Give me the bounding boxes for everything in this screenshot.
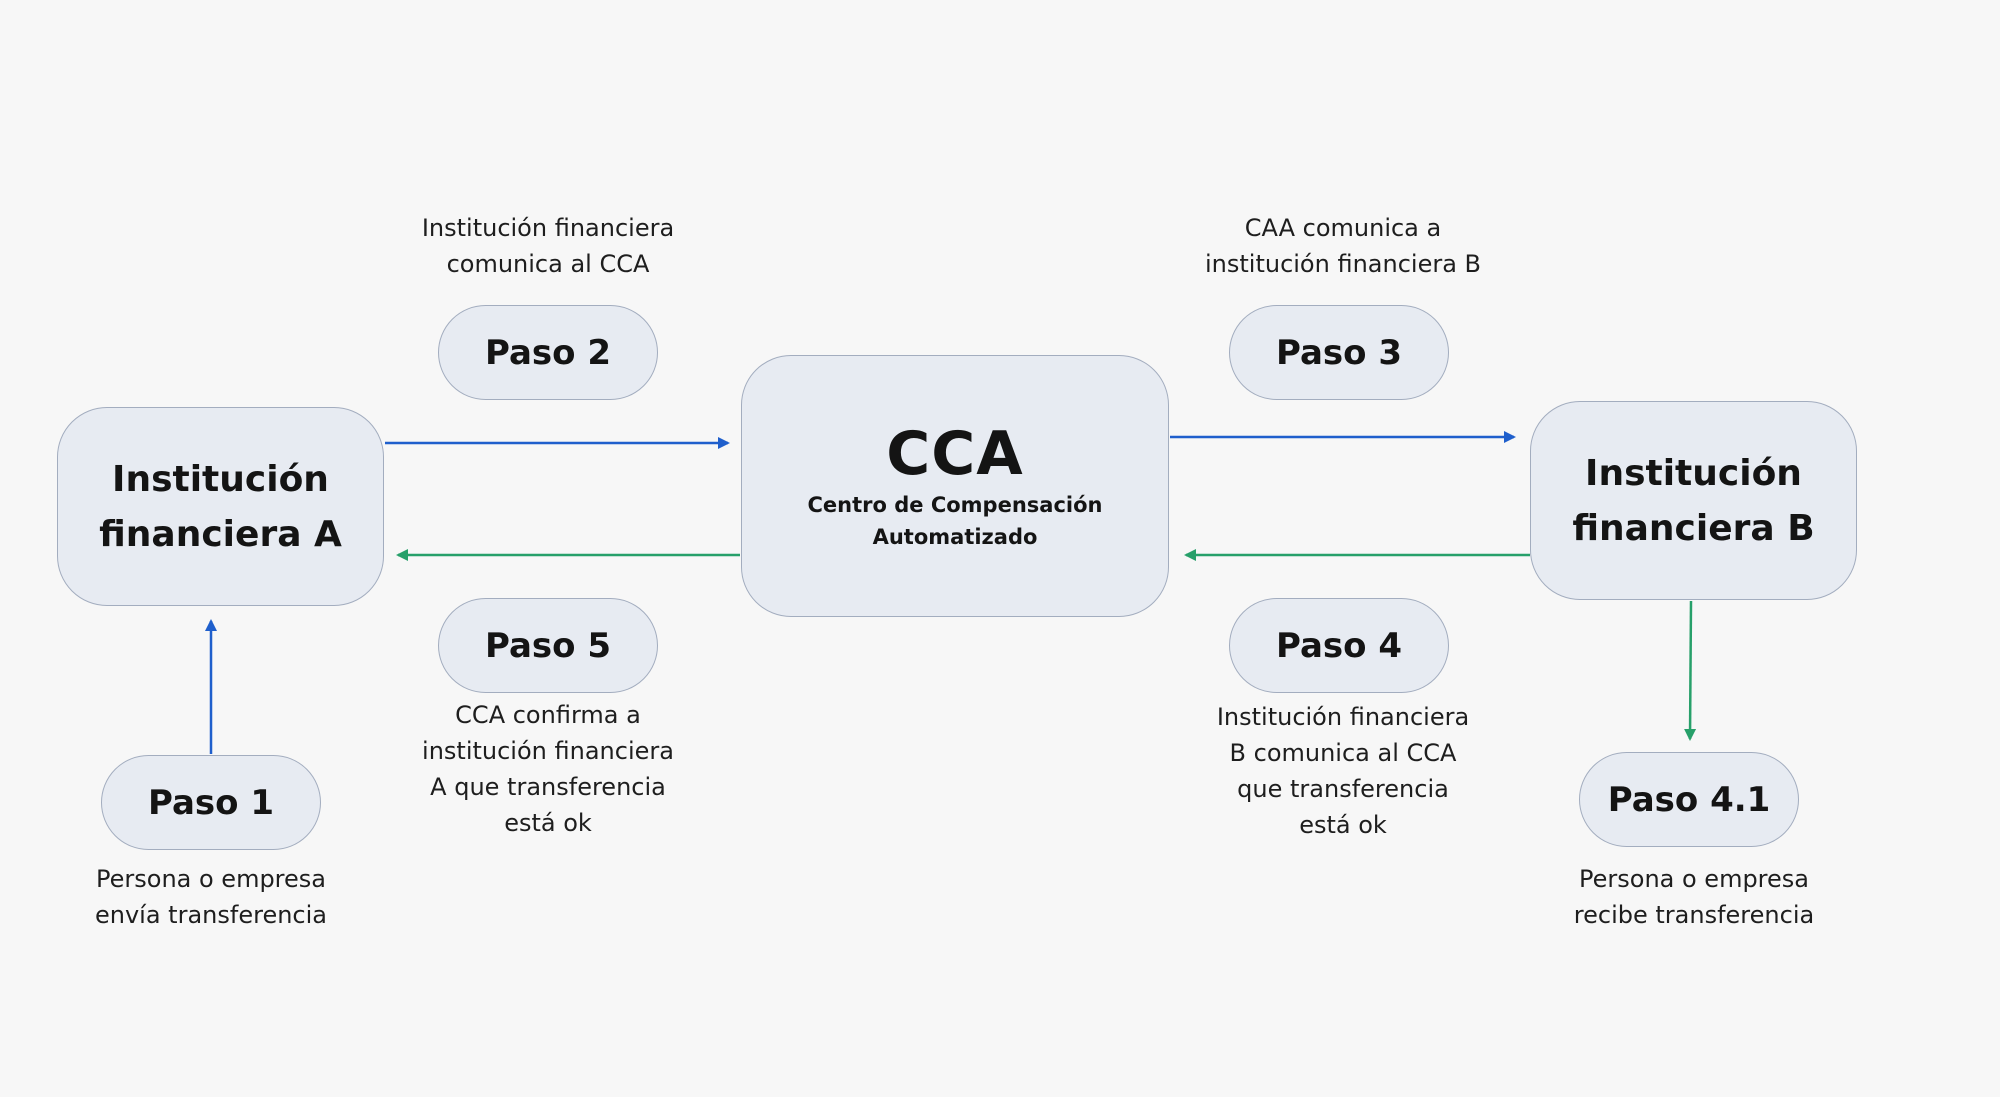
node-institucion-financiera-b: Institución financiera B [1530, 401, 1857, 600]
caption-paso-1-line-1: Persona o empresa [96, 865, 326, 893]
node-b-line-1: Institución [1585, 452, 1802, 494]
caption-paso-3-line-1: CAA comunica a [1244, 214, 1442, 242]
caption-paso-1-line-2: envía transferencia [95, 901, 327, 929]
cca-title: CCA [886, 419, 1024, 489]
node-institucion-financiera-a: Institución financiera A [57, 407, 384, 606]
caption-paso-4-1-line-1: Persona o empresa [1579, 865, 1809, 893]
caption-paso-5-line-3: A que transferencia [430, 773, 666, 801]
pill-paso-1: Paso 1 [101, 755, 321, 850]
caption-paso-4-line-3: que transferencia [1237, 775, 1449, 803]
caption-paso-5-line-4: está ok [504, 809, 592, 837]
node-b-line-2: financiera B [1572, 507, 1815, 549]
cca-subtitle-line-1: Centro de Compensación [807, 493, 1103, 517]
caption-paso-2: Institución financiera comunica al CCA [398, 210, 698, 282]
pill-paso-2: Paso 2 [438, 305, 658, 400]
caption-paso-4-line-2: B comunica al CCA [1229, 739, 1457, 767]
cca-subtitle-line-2: Automatizado [872, 525, 1038, 549]
node-a-line-2: financiera A [99, 513, 342, 555]
caption-paso-3-line-2: institución financiera B [1204, 250, 1481, 278]
pill-paso-5: Paso 5 [438, 598, 658, 693]
pill-paso-4: Paso 4 [1229, 598, 1449, 693]
caption-paso-5: CCA confirma a institución financiera A … [398, 697, 698, 841]
node-cca: CCA Centro de Compensación Automatizado [741, 355, 1169, 617]
node-a-line-1: Institución [112, 458, 329, 500]
caption-paso-4-line-4: está ok [1299, 811, 1387, 839]
caption-paso-5-line-2: institución financiera [422, 737, 674, 765]
caption-paso-2-line-1: Institución financiera [421, 214, 675, 242]
pill-paso-3: Paso 3 [1229, 305, 1449, 400]
caption-paso-3: CAA comunica a institución financiera B [1173, 210, 1513, 282]
caption-paso-4-1-line-2: recibe transferencia [1573, 901, 1815, 929]
pill-paso-4-1: Paso 4.1 [1579, 752, 1799, 847]
arrow-inst-b-to-paso4-1 [1684, 600, 1697, 741]
caption-paso-4: Institución financiera B comunica al CCA… [1178, 699, 1508, 843]
caption-paso-5-line-1: CCA confirma a [455, 701, 641, 729]
caption-paso-2-line-2: comunica al CCA [446, 250, 650, 278]
caption-paso-4-1: Persona o empresa recibe transferencia [1539, 861, 1849, 933]
caption-paso-1: Persona o empresa envía transferencia [61, 861, 361, 933]
caption-paso-4-line-1: Institución financiera [1216, 703, 1470, 731]
